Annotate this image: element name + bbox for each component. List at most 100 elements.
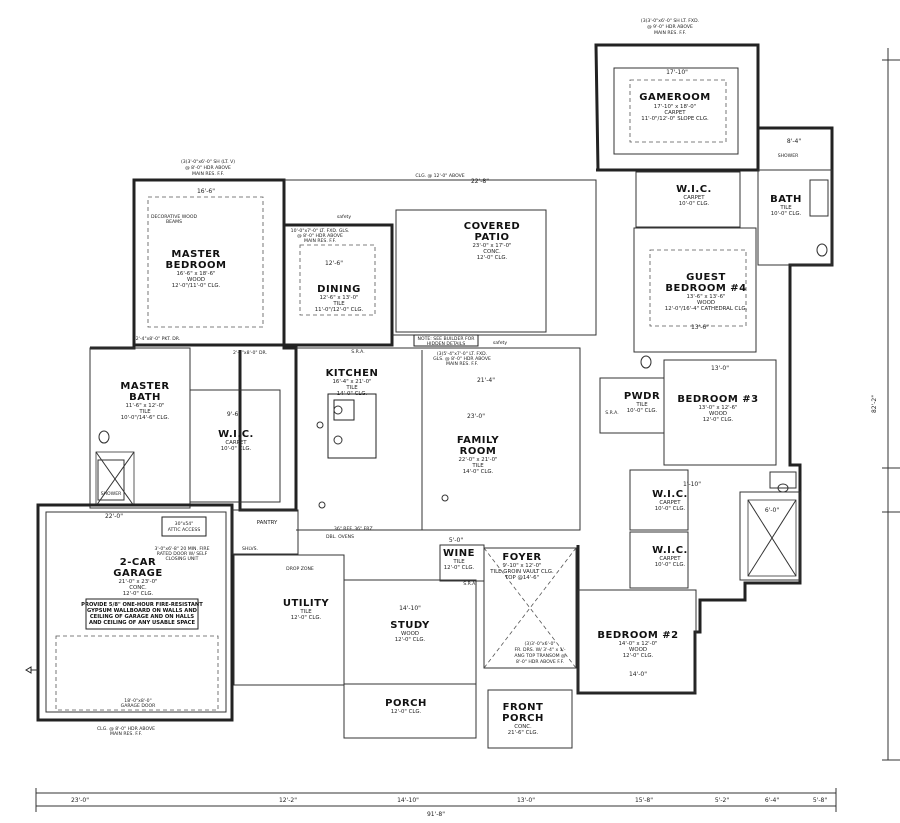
room-bedroom2-dims: 14'-0" x 12'-0" [618,641,657,647]
room-utility-ceiling: 12'-0" CLG. [291,615,322,621]
dim-bottom-8: 5'-8" [813,797,827,804]
room-bedroom3-ceiling: 12'-0" CLG. [703,417,734,423]
room-name-wine: WINE [443,548,475,559]
note-fire-door-2: RATED DOOR W/ SELF [157,551,208,557]
note-gypsum-2: GYPSUM WALLBOARD ON WALLS AND [87,608,198,614]
note-builder-1: NOTE: SEE BUILDER FOR [418,336,476,342]
room-bath-upper-ceiling: 10'-0" CLG. [771,211,802,217]
room-master-bath-ceiling: 10'-0"/14'-6" CLG. [121,415,170,421]
room-pwdr-ceiling: 10'-0" CLG. [627,408,658,414]
note-ovens: DBL. OVENS [326,534,354,540]
room-name-master-b: MASTER [120,381,169,392]
note-builder-2: HIDDEN DETAILS [427,341,466,347]
dim-total-depth: 82'-2" [871,395,878,413]
dim-master-width: 16'-6" [197,188,215,195]
room-labels: GAMEROOM 17'-10" x 18'-0" CARPET 11'-0"/… [113,92,802,736]
dim-wic-width: 9'-6" [227,411,241,418]
room-dining-floor: TILE [332,301,345,307]
room-kitchen-ceiling: 14'-0" CLG. [337,391,368,397]
room-guest4-dims: 13'-6" x 13'-6" [686,294,725,300]
room-bedroom3-floor: WOOD [709,411,727,417]
room-dining-dims: 12'-6" x 13'-0" [319,295,358,301]
note-family-top-1: (3)5'-4"x7'-0" LT. FXD. [437,351,487,357]
note-dr: 2'-8"x8'-0" DR. [233,350,267,356]
room-name-foyer: FOYER [502,552,541,563]
dim-bed2-width: 14'-0" [629,671,647,678]
note-master-top-3: MAIN RES. F.F. [192,171,224,177]
room-name-study: STUDY [390,620,430,631]
dim-family-width: 23'-0" [467,413,485,420]
room-guest4-ceiling: 12'-0"/16'-4" CATHEDRAL CLG. [665,306,748,312]
note-gameroom-top-3: MAIN RES. F.F. [654,30,686,36]
note-shower: SHOWER [101,491,122,497]
room-name-dining: DINING [317,284,361,295]
dim-patio-width: 22'-8" [471,178,489,185]
dim-wic-top: 1'-10" [683,481,701,488]
room-master-dims: 16'-6" x 18'-6" [176,271,215,277]
room-name-front-porch: PORCH [502,713,544,724]
room-guest4-floor: WOOD [697,300,715,306]
note-family-top-2: GLS. @ 8'-0" HDR ABOVE [433,356,491,362]
room-master-bath-floor: TILE [138,409,151,415]
room-master-bath-dims: 11'-6" x 12'-0" [125,403,164,409]
room-dining-ceiling: 11'-0"/12'-0" CLG. [315,307,364,313]
dim-gameroom-width: 17'-10" [666,69,688,76]
fixtures [25,179,829,674]
room-wic-upper-floor: CARPET [683,195,705,201]
dim-bottom-1: 23'-0" [71,797,89,804]
room-kitchen-floor: TILE [345,385,358,391]
room-name-gameroom: GAMEROOM [639,92,710,103]
room-name-2car: 2-CAR [120,557,156,568]
room-gameroom-dims: 17'-10" x 18'-0" [654,104,696,110]
room-name-wic-b: W.I.C. [652,545,688,556]
room-name-wic-a: W.I.C. [652,489,688,500]
note-foyer-window-3: ANG TOP TRANSOM @ [514,653,566,659]
note-garage-bottom-2: MAIN RES. F.F. [110,731,142,737]
note-master-top-1: (3)3'-0"x6'-0" SH (LT. V) [181,159,235,165]
room-wic-b-floor: CARPET [659,556,681,562]
dim-bottom-5: 15'-8" [635,797,653,804]
dim-bottom-3: 14'-10" [397,797,419,804]
note-shlvs: SHLVS. [242,546,258,552]
room-name-family: FAMILY [457,435,499,446]
room-study-ceiling: 12'-0" CLG. [395,637,426,643]
dim-garage-width: 22'-0" [105,513,123,520]
note-attic-2: ATTIC ACCESS [168,527,201,533]
room-utility-floor: TILE [299,609,312,615]
room-name-wic-master: W.I.C. [218,429,254,440]
dim-bottom-6: 5'-2" [715,797,729,804]
room-name-bedroom3: BEDROOM #3 [677,394,758,405]
room-bath-upper-floor: TILE [779,205,792,211]
dim-guest-width: 13'-6" [691,324,709,331]
room-garage-floor: CONC. [129,585,147,591]
dim-wine-width: 5'-0" [449,537,463,544]
room-foyer-dims: 9'-10" x 12'-0" [502,563,541,569]
room-name-pantry: PANTRY [257,520,278,526]
room-kitchen-dims: 16'-4" x 21'-0" [332,379,371,385]
note-foyer-window-1: (3)3'-0"x6'-0" [525,641,556,647]
room-front-porch-floor: CONC. [514,724,532,730]
plan-notes: (3)3'-0"x6'-0" SH LT. FXD. @ 9'-0" HDR A… [81,18,799,737]
room-front-porch-ceiling: 21'-6" CLG. [508,730,539,736]
dim-bed3-width: 13'-0" [711,365,729,372]
note-drop-zone: DROP ZONE [286,566,314,572]
room-name-pwdr: PWDR [624,391,660,402]
note-garage-bottom-1: CLG. @ 8'-0" HDR ABOVE [97,726,155,732]
note-kitchen-bottom: 36" REF. 36" FRZ. [334,526,374,532]
note-patio-top: CLG. @ 12'-0" ABOVE [415,173,464,179]
dimension-lines [35,48,900,812]
room-name-kitchen: KITCHEN [326,368,379,379]
room-name-bath: BATH [129,392,161,403]
room-garage-dims: 21'-0" x 23'-0" [118,579,157,585]
note-dining-top-2: @ 8'-0" HDR ABOVE [297,233,343,239]
note-beams-1: DECORATIVE WOOD [151,214,197,220]
note-sra-top: S.R.A. [351,349,364,355]
dim-bottom-4: 13'-0" [517,797,535,804]
room-name-bedroom2: BEDROOM #2 [597,630,678,641]
dim-bottom-7: 6'-4" [765,797,779,804]
room-name-garage: GARAGE [113,568,162,579]
note-gameroom-top-2: @ 9'-0" HDR ABOVE [647,24,693,30]
note-gypsum-4: AND CEILING OF ANY USABLE SPACE [89,620,196,626]
note-fire-door-1: 3'-0"x6'-8" 20 MIN. FIRE [154,546,209,552]
room-gameroom-floor: CARPET [664,110,686,116]
